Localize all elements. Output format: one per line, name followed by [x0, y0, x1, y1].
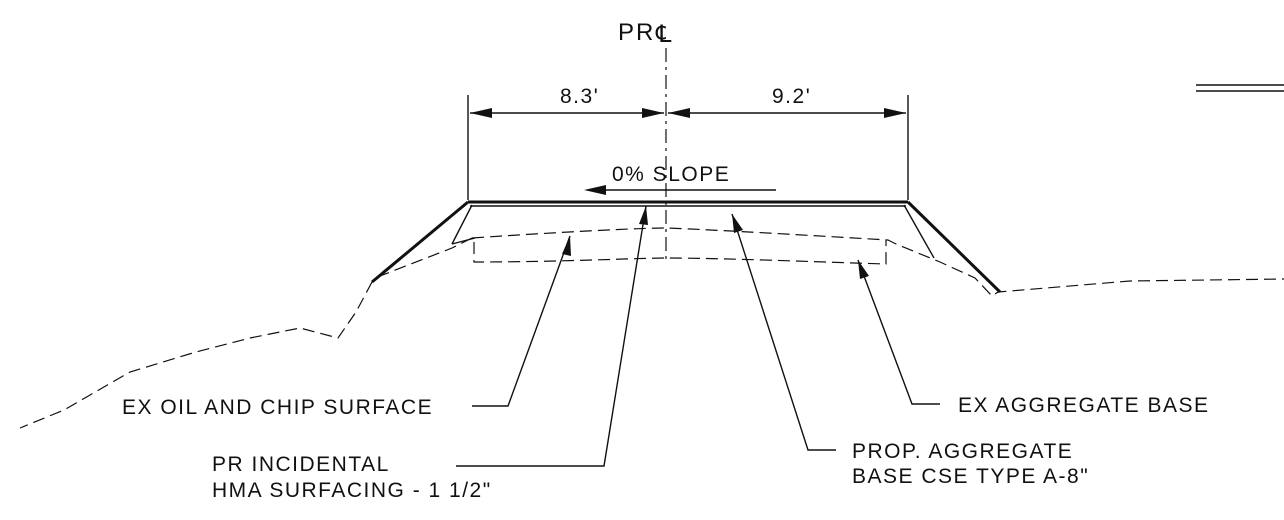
centerline-label: PR: [618, 19, 655, 46]
existing-ground-left: [19, 281, 373, 429]
leader-ex-base: [857, 259, 940, 405]
dimension-left-label: 8.3': [560, 85, 599, 108]
slope-label: 0% SLOPE: [612, 163, 730, 186]
leader-oil-chip: [472, 235, 571, 407]
callout-hma-line2: HMA SURFACING - 1 1/2": [212, 479, 492, 502]
leader-prop-base: [731, 213, 836, 451]
callout-prop-base-line1: PROP. AGGREGATE: [852, 440, 1073, 463]
leader-hma: [456, 205, 648, 467]
existing-ground-left-upper: [371, 237, 473, 283]
callout-hma-line1: PR INCIDENTAL: [212, 453, 390, 476]
proposed-aggregate-base: [451, 204, 935, 259]
callout-oil-chip: EX OIL AND CHIP SURFACE: [122, 396, 433, 419]
proposed-surface: [371, 200, 1002, 294]
dimension-right: [668, 108, 906, 118]
existing-aggregate-base: [473, 240, 887, 265]
centerline-symbol: ℄: [655, 21, 673, 48]
dimension-left: [470, 108, 664, 118]
dimension-right-label: 9.2': [772, 85, 811, 108]
slope-arrow: [584, 185, 776, 195]
callout-prop-base-line2: BASE CSE TYPE A-8": [852, 465, 1089, 488]
existing-oil-chip-surface: [471, 227, 1284, 297]
callout-ex-base: EX AGGREGATE BASE: [958, 394, 1210, 417]
